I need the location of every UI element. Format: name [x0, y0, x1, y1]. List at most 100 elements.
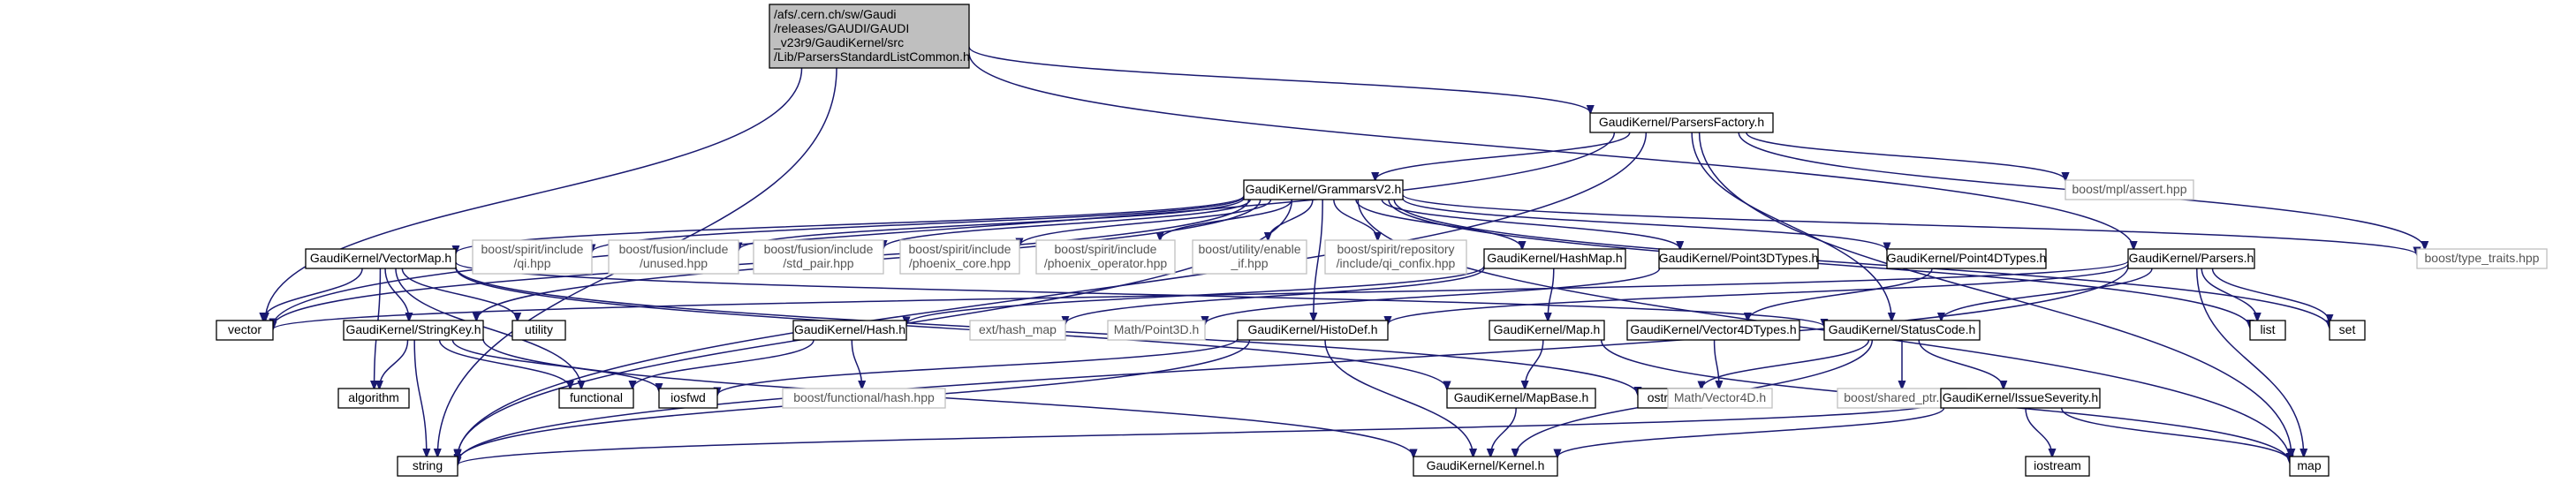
edge-hd-to-iosfwd: [717, 337, 1239, 395]
edge-p3d-to-mp3d: [1205, 268, 1661, 324]
node-set[interactable]: set: [2329, 320, 2366, 341]
node-phcore: boost/spirit/include/phoenix_core.hpp: [899, 239, 1020, 275]
node-p4d[interactable]: GaudiKernel/Point4DTypes.h: [1886, 248, 2047, 269]
node-box-algorithm: [337, 388, 410, 409]
node-layer: /afs/.cern.ch/sw/Gaudi/releases/GAUDI/GA…: [216, 4, 2548, 477]
node-qi: boost/spirit/include/qi.hpp: [472, 239, 593, 275]
node-label-kernel-line-0: GaudiKernel/Kernel.h: [1427, 458, 1545, 472]
node-label-hash-line-0: GaudiKernel/Hash.h: [794, 322, 905, 336]
node-box-v4d: [1626, 320, 1800, 341]
edge-gv2-to-list: [1388, 199, 2250, 328]
node-iosfwd[interactable]: iosfwd: [658, 388, 718, 409]
node-parsers[interactable]: GaudiKernel/Parsers.h: [2127, 248, 2255, 269]
node-box-gv2: [1243, 179, 1404, 200]
edge-is-to-map: [2060, 407, 2290, 462]
edge-gv2-to-set: [1393, 199, 2330, 328]
node-kernel[interactable]: GaudiKernel/Kernel.h: [1413, 456, 1558, 477]
node-is[interactable]: GaudiKernel/IssueSeverity.h: [1940, 388, 2101, 409]
node-map[interactable]: map: [2289, 456, 2330, 477]
node-hash[interactable]: GaudiKernel/Hash.h: [792, 320, 907, 341]
node-iostream[interactable]: iostream: [2025, 456, 2090, 477]
node-label-unused-line-1: /unused.hpp: [640, 256, 708, 270]
node-box-sc: [1823, 320, 1981, 341]
edge-sk-to-kernel: [482, 338, 1413, 457]
edge-is-to-string: [458, 401, 1942, 465]
node-label-mv4d-line-0: Math/Vector4D.h: [1674, 390, 1766, 404]
edge-gv2-to-phcore: [1019, 199, 1272, 246]
node-box-iostream: [2025, 456, 2090, 477]
node-box-utility: [511, 320, 566, 341]
node-utility[interactable]: utility: [511, 320, 566, 341]
node-label-p3d-line-0: GaudiKernel/Point3DTypes.h: [1659, 251, 1819, 265]
node-label-stdpair-line-0: boost/fusion/include: [764, 242, 874, 256]
node-sk[interactable]: GaudiKernel/StringKey.h: [343, 320, 484, 341]
node-sc[interactable]: GaudiKernel/StatusCode.h: [1823, 320, 1981, 341]
node-enif: boost/utility/enable_if.hpp: [1192, 239, 1307, 275]
node-label-map-line-0: map: [2297, 458, 2321, 472]
node-functional[interactable]: functional: [558, 388, 634, 409]
node-string[interactable]: string: [397, 456, 458, 477]
edge-vm-to-utility: [401, 268, 517, 321]
node-hd[interactable]: GaudiKernel/HistoDef.h: [1237, 320, 1389, 341]
node-algorithm[interactable]: algorithm: [337, 388, 410, 409]
node-box-p4d: [1886, 248, 2047, 269]
node-hashmap[interactable]: GaudiKernel/HashMap.h: [1483, 248, 1626, 269]
node-gkmap[interactable]: GaudiKernel/Map.h: [1489, 320, 1605, 341]
node-label-iostream-line-0: iostream: [2034, 458, 2081, 472]
node-vector[interactable]: vector: [216, 320, 274, 341]
node-label-qiconf-line-1: /include/qi_confix.hpp: [1337, 256, 1456, 270]
node-label-qi-line-0: boost/spirit/include: [481, 242, 584, 256]
node-label-is-line-0: GaudiKernel/IssueSeverity.h: [1943, 390, 2098, 404]
edge-sk-to-functional: [438, 339, 571, 389]
node-pf[interactable]: GaudiKernel/ParsersFactory.h: [1589, 112, 1774, 133]
node-box-hashmap: [1483, 248, 1626, 269]
node-mv4d: Math/Vector4D.h: [1667, 388, 1773, 409]
node-mb[interactable]: GaudiKernel/MapBase.h: [1446, 388, 1596, 409]
edge-sc-to-ostream: [1701, 339, 1870, 389]
node-label-hashmap-line-0: GaudiKernel/HashMap.h: [1487, 251, 1622, 265]
node-label-gv2-line-0: GaudiKernel/GrammarsV2.h: [1246, 182, 1402, 196]
node-box-enif: [1192, 239, 1307, 275]
node-box-iosfwd: [658, 388, 718, 409]
node-label-tt-line-0: boost/type_traits.hpp: [2425, 251, 2540, 265]
edge-parsers-to-vector: [273, 260, 2129, 329]
edge-vm-to-vector: [263, 268, 363, 321]
node-box-vector: [216, 320, 274, 341]
node-box-mp3d: [1107, 320, 1206, 341]
edge-mb-to-kernel: [1490, 407, 1517, 457]
node-v4d[interactable]: GaudiKernel/Vector4DTypes.h: [1626, 320, 1800, 341]
node-label-root-line-3: /Lib/ParsersStandardListCommon.h: [774, 49, 970, 64]
edge-pf-to-string: [458, 132, 1648, 458]
edge-pf-to-mpl: [1746, 132, 2065, 180]
edge-pf-to-gv2: [1375, 132, 1631, 180]
node-box-map: [2289, 456, 2330, 477]
node-box-pf: [1589, 112, 1774, 133]
node-box-mb: [1446, 388, 1596, 409]
edge-hash-to-bfh: [851, 339, 861, 389]
edge-gkmap-to-mb: [1525, 339, 1544, 389]
node-label-string-line-0: string: [413, 458, 443, 472]
node-list[interactable]: list: [2249, 320, 2286, 341]
node-box-set: [2329, 320, 2366, 341]
node-phop: boost/spirit/include/phoenix_operator.hp…: [1035, 239, 1176, 275]
node-label-qi-line-1: /qi.hpp: [513, 256, 550, 270]
edge-root-to-pf: [968, 46, 1590, 113]
node-gv2[interactable]: GaudiKernel/GrammarsV2.h: [1243, 179, 1404, 200]
node-box-parsers: [2127, 248, 2255, 269]
edge-gv2-to-p4d: [1402, 198, 1887, 251]
node-label-bsp-line-0: boost/shared_ptr.hpp: [1844, 390, 1960, 404]
node-label-gkmap-line-0: GaudiKernel/Map.h: [1494, 322, 1601, 336]
node-label-root-line-1: /releases/GAUDI/GAUDI: [774, 21, 909, 35]
node-root[interactable]: /afs/.cern.ch/sw/Gaudi/releases/GAUDI/GA…: [769, 4, 970, 69]
node-vm[interactable]: GaudiKernel/VectorMap.h: [305, 248, 457, 269]
node-unused: boost/fusion/include/unused.hpp: [608, 239, 739, 275]
edge-pf-to-vector: [273, 132, 1616, 326]
node-label-iosfwd-line-0: iosfwd: [671, 390, 706, 404]
edge-gv2-to-enif: [1268, 199, 1314, 240]
node-label-sk-line-0: GaudiKernel/StringKey.h: [345, 322, 481, 336]
node-box-is: [1940, 388, 2101, 409]
node-label-list-line-0: list: [2260, 322, 2275, 336]
node-p3d[interactable]: GaudiKernel/Point3DTypes.h: [1658, 248, 1819, 269]
node-label-mpl-line-0: boost/mpl/assert.hpp: [2072, 182, 2187, 196]
node-label-phcore-line-1: /phoenix_core.hpp: [909, 256, 1011, 270]
